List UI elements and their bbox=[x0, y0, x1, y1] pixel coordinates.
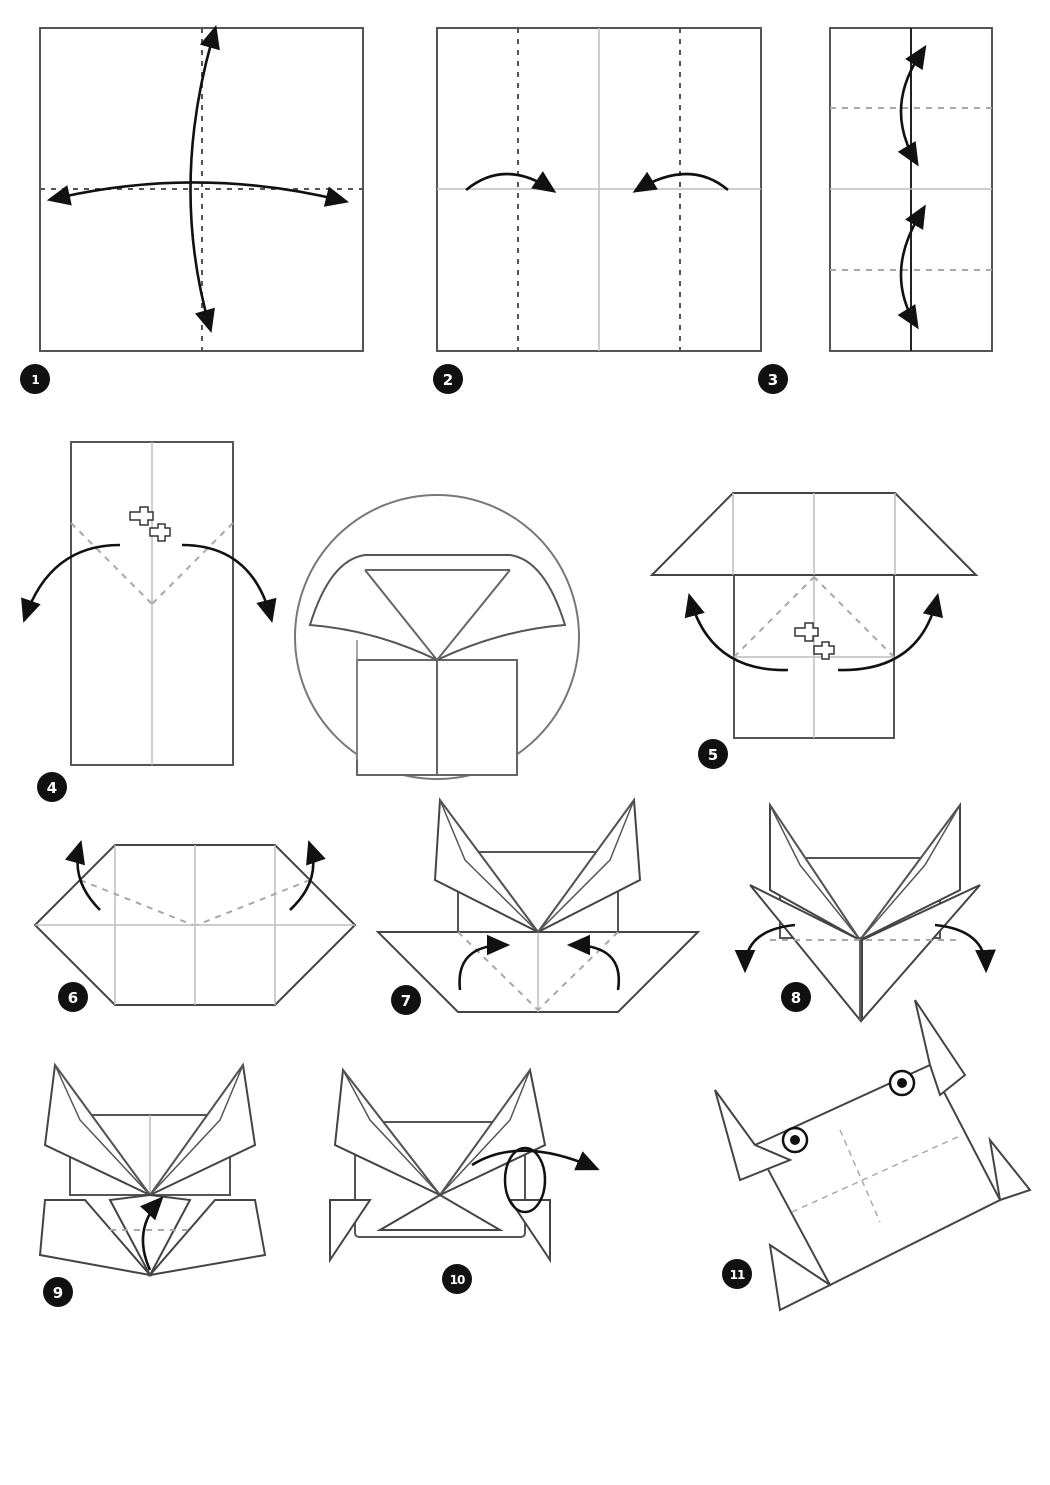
right-claw-crease bbox=[149, 1064, 244, 1196]
center-flap bbox=[108, 1193, 192, 1278]
step-badge-circle bbox=[58, 982, 88, 1012]
step-badge-circle bbox=[20, 364, 50, 394]
step-6-diagram bbox=[33, 839, 357, 1006]
fold-arrow-right bbox=[632, 171, 729, 193]
step-8-diagram bbox=[734, 801, 996, 1023]
step-11-diagram bbox=[714, 999, 1032, 1312]
step-1-diagram bbox=[39, 24, 364, 352]
step-5-diagram bbox=[649, 492, 979, 739]
fold-arrow-right bbox=[837, 592, 944, 672]
right-leg bbox=[988, 1136, 1032, 1202]
step-number: 4 bbox=[47, 779, 57, 797]
left-claw-crease bbox=[342, 1069, 441, 1196]
left-diagonal-fold bbox=[79, 879, 194, 926]
fold-arrow-up bbox=[139, 1196, 164, 1271]
fold-arrow-left bbox=[21, 543, 121, 623]
step-badge-circle bbox=[758, 364, 788, 394]
fold-arrow-left bbox=[734, 923, 796, 974]
left-claw bbox=[714, 1089, 793, 1182]
fold-arrow-left bbox=[458, 934, 511, 991]
center-flap bbox=[376, 1193, 504, 1231]
left-claw-crease bbox=[54, 1064, 151, 1196]
step-7-badge: 7 bbox=[391, 985, 421, 1015]
step-badge-circle bbox=[781, 982, 811, 1012]
step-badge-circle bbox=[722, 1259, 752, 1289]
step-number: 6 bbox=[68, 989, 78, 1007]
step-9-badge: 9 bbox=[43, 1277, 73, 1307]
left-claw-crease bbox=[439, 799, 539, 933]
right-claw-crease bbox=[859, 804, 961, 941]
step-10-badge: 10 bbox=[442, 1264, 472, 1294]
step-number: 7 bbox=[401, 992, 411, 1010]
fold-arrow-left bbox=[684, 592, 789, 672]
step-badge-circle bbox=[37, 772, 67, 802]
step-number: 3 bbox=[768, 371, 778, 389]
step-1-badge: 1 bbox=[20, 364, 50, 394]
crab-body bbox=[753, 1063, 1002, 1287]
push-symbol-icon bbox=[794, 622, 835, 660]
left-pupil bbox=[790, 1135, 800, 1145]
step-number: 5 bbox=[708, 746, 718, 764]
step-number: 10 bbox=[450, 1273, 465, 1287]
fold-arrow-right bbox=[289, 840, 326, 911]
step-2-diagram bbox=[436, 27, 762, 352]
body-crease bbox=[791, 1134, 963, 1213]
right-leg bbox=[508, 1199, 551, 1264]
step-4-diagram bbox=[21, 441, 277, 766]
step-10-diagram bbox=[329, 1067, 600, 1264]
step-number: 2 bbox=[443, 371, 453, 389]
fold-arrow-right bbox=[566, 934, 621, 991]
detail-crease bbox=[364, 569, 438, 661]
fold-unfold-arrow-lower bbox=[897, 204, 926, 330]
step-11-badge: 11 bbox=[722, 1259, 752, 1289]
fold-arrow-right bbox=[181, 543, 277, 624]
left-leg bbox=[329, 1199, 372, 1264]
fold-arrow-left bbox=[465, 171, 557, 193]
detail-crease bbox=[436, 569, 511, 661]
push-symbol-icon bbox=[129, 506, 171, 542]
fold-unfold-arrow-vertical bbox=[189, 24, 220, 333]
step-3-diagram bbox=[829, 27, 993, 352]
step-5-badge: 5 bbox=[698, 739, 728, 769]
body-crease bbox=[839, 1129, 881, 1223]
step-badge-circle bbox=[391, 985, 421, 1015]
step-3-badge: 3 bbox=[758, 364, 788, 394]
step-7-diagram bbox=[375, 797, 701, 1013]
right-diagonal-fold bbox=[196, 879, 311, 926]
step-8-badge: 8 bbox=[781, 982, 811, 1012]
step-4-badge: 4 bbox=[37, 772, 67, 802]
fold-arrow-left bbox=[65, 839, 101, 911]
step-badge-circle bbox=[433, 364, 463, 394]
step-number: 9 bbox=[53, 1284, 63, 1302]
right-claw-crease bbox=[439, 1069, 531, 1196]
right-claw-crease bbox=[537, 799, 635, 933]
turn-over-arrow bbox=[471, 1149, 600, 1171]
left-claw-crease bbox=[769, 804, 861, 941]
right-leg-flap bbox=[861, 884, 981, 1023]
step-badge-circle bbox=[43, 1277, 73, 1307]
step-badge-circle bbox=[698, 739, 728, 769]
step-number: 8 bbox=[791, 989, 801, 1007]
right-claw bbox=[914, 999, 967, 1097]
focus-circle bbox=[503, 1146, 547, 1214]
fold-arrow-right bbox=[934, 923, 996, 974]
step-2-badge: 2 bbox=[433, 364, 463, 394]
step-4-detail-view bbox=[294, 494, 580, 780]
step-9-diagram bbox=[38, 1062, 267, 1278]
fold-unfold-arrow-upper bbox=[897, 44, 927, 167]
step-badge-circle bbox=[442, 1264, 472, 1294]
step-6-badge: 6 bbox=[58, 982, 88, 1012]
right-pupil bbox=[897, 1078, 907, 1088]
left-leg bbox=[768, 1242, 832, 1312]
step-number: 11 bbox=[730, 1268, 745, 1282]
step-number: 1 bbox=[31, 373, 39, 387]
